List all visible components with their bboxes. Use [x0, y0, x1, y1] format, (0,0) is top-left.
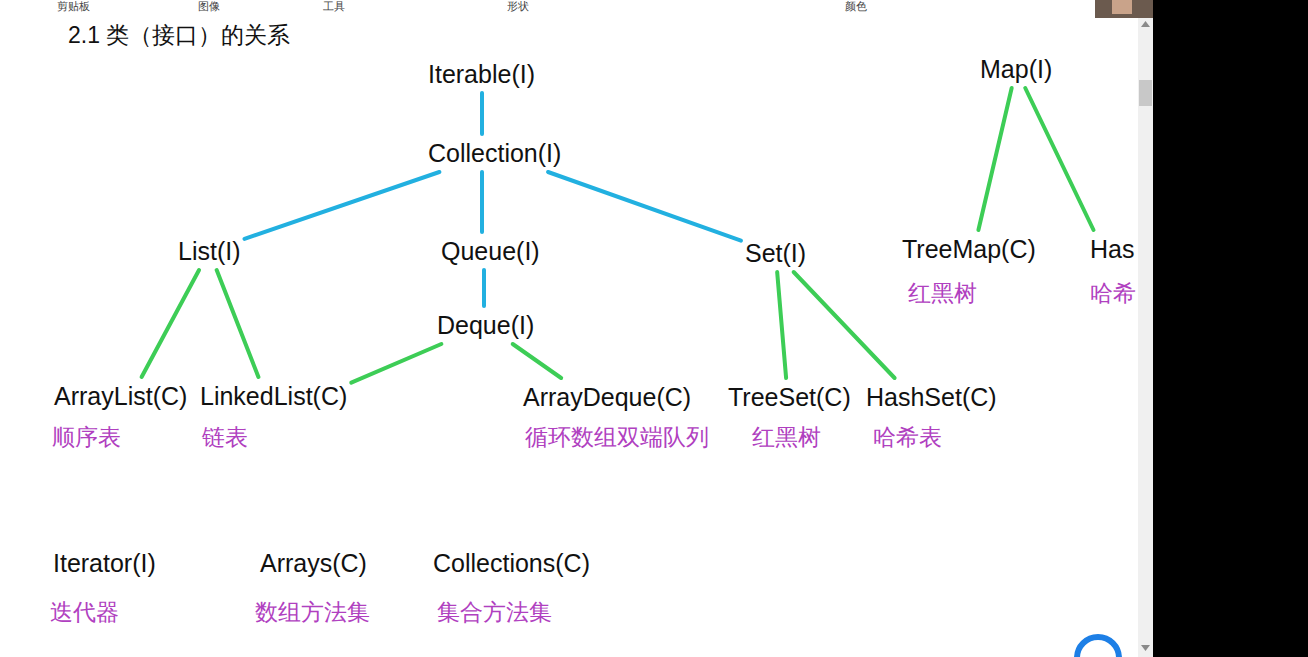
- class-name: Collection(I): [428, 138, 561, 168]
- inheritance-line: [1025, 88, 1093, 230]
- inheritance-line: [217, 270, 259, 377]
- scroll-arrow: [1141, 645, 1150, 651]
- class-node: ArrayDeque(C) 循环数组双端队列: [523, 382, 709, 451]
- inheritance-line: [142, 270, 199, 377]
- app-logo: [1077, 637, 1119, 657]
- class-node: Has 哈希: [1090, 234, 1136, 307]
- toolbar-label: 颜色: [845, 0, 867, 13]
- inheritance-line: [513, 344, 561, 378]
- class-name: Arrays(C): [260, 548, 370, 578]
- inheritance-line: [777, 272, 786, 378]
- class-name: TreeMap(C): [902, 234, 1036, 264]
- class-name: Deque(I): [437, 310, 534, 340]
- slide-title: 2.1 类（接口）的关系: [68, 21, 290, 49]
- class-name: ArrayList(C): [54, 381, 187, 411]
- class-node: Queue(I): [441, 236, 540, 266]
- class-note: 集合方法集: [437, 598, 590, 626]
- inheritance-line: [978, 88, 1011, 230]
- class-name: HashSet(C): [866, 382, 997, 412]
- webcam-thumbnail: [1095, 0, 1153, 18]
- class-note: 链表: [202, 423, 347, 451]
- class-name: Has: [1090, 234, 1136, 264]
- class-node: LinkedList(C) 链表: [200, 381, 347, 451]
- class-name: ArrayDeque(C): [523, 382, 709, 412]
- class-name: Collections(C): [433, 548, 590, 578]
- class-node: Iterable(I): [428, 59, 535, 89]
- inheritance-line: [480, 93, 484, 134]
- class-name: List(I): [178, 236, 241, 266]
- class-name: Map(I): [980, 54, 1052, 84]
- class-note: 红黑树: [908, 279, 1036, 307]
- inheritance-line: [351, 344, 441, 383]
- webcam-thumbnail: [1112, 0, 1132, 14]
- class-node: Collections(C) 集合方法集: [433, 548, 590, 626]
- class-note: 顺序表: [52, 423, 187, 451]
- class-note: 哈希表: [873, 423, 997, 451]
- class-node: ArrayList(C) 顺序表: [54, 381, 187, 451]
- class-node: TreeMap(C) 红黑树: [902, 234, 1036, 307]
- class-node: Set(I): [745, 238, 806, 268]
- class-name: Queue(I): [441, 236, 540, 266]
- class-node: Map(I): [980, 54, 1052, 84]
- class-node: Arrays(C)数组方法集: [260, 548, 370, 626]
- inheritance-line: [794, 272, 895, 378]
- toolbar-label: 图像: [198, 0, 220, 13]
- inheritance-line: [245, 172, 440, 239]
- class-node: HashSet(C) 哈希表: [866, 382, 997, 451]
- class-name: LinkedList(C): [200, 381, 347, 411]
- class-node: TreeSet(C) 红黑树: [728, 382, 851, 451]
- toolbar-label: 形状: [507, 0, 529, 13]
- scroll-arrow: [1141, 21, 1150, 27]
- class-name: Set(I): [745, 238, 806, 268]
- class-name: Iterator(I): [53, 548, 156, 578]
- class-node: List(I): [178, 236, 241, 266]
- class-note: 数组方法集: [255, 598, 370, 626]
- class-node: Deque(I): [437, 310, 534, 340]
- toolbar-label: 剪贴板: [57, 0, 90, 13]
- class-note: 哈希: [1090, 279, 1136, 307]
- class-node: Iterator(I) 迭代器: [53, 548, 156, 626]
- inheritance-line: [482, 270, 486, 306]
- inheritance-line: [548, 172, 741, 241]
- class-note: 红黑树: [752, 423, 851, 451]
- class-note: 迭代器: [50, 598, 156, 626]
- inheritance-line: [480, 172, 484, 232]
- scrollbar: [1138, 0, 1153, 657]
- scrollbar-thumb: [1139, 80, 1152, 106]
- class-note: 循环数组双端队列: [525, 423, 709, 451]
- class-name: TreeSet(C): [728, 382, 851, 412]
- class-node: Collection(I): [428, 138, 561, 168]
- black-panel: [1153, 0, 1308, 657]
- class-name: Iterable(I): [428, 59, 535, 89]
- toolbar-label: 工具: [323, 0, 345, 13]
